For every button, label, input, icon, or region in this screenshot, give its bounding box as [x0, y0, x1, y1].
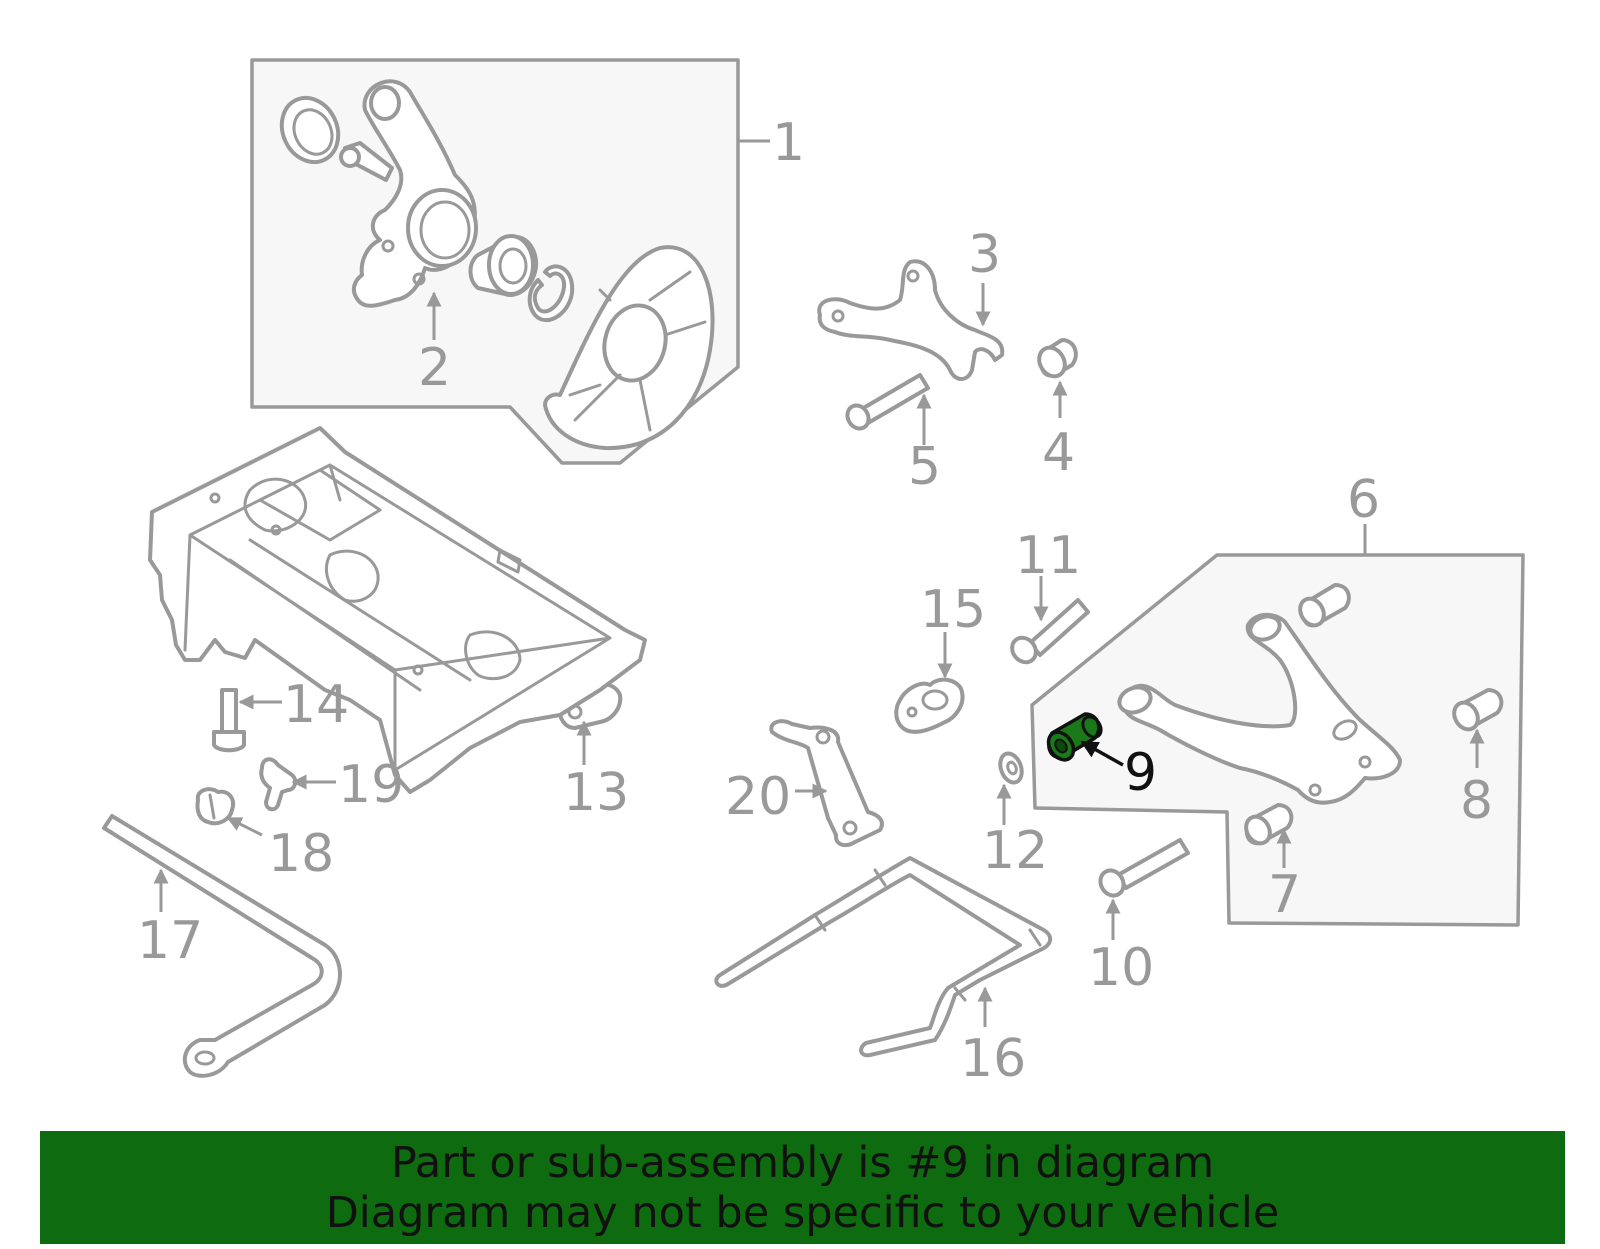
part-12-washer: 12 — [982, 751, 1048, 881]
callout-14: 14 — [283, 675, 349, 735]
steering-knuckle — [351, 79, 478, 308]
callout-18: 18 — [268, 824, 334, 884]
arm-bushing-top — [1298, 583, 1351, 628]
part-7-bushing: 7 — [1244, 803, 1301, 925]
part-16-stabilizer-bar: 16 — [714, 856, 1053, 1089]
dust-shield — [543, 245, 715, 451]
lower-control-arm — [1117, 612, 1402, 805]
callout-20: 20 — [725, 767, 791, 827]
banner-line-1: Part or sub-assembly is #9 in diagram — [390, 1137, 1215, 1188]
callout-5: 5 — [908, 437, 941, 497]
part-11-bolt: 11 — [1010, 526, 1090, 665]
lower-arm-assembly-group: 8 7 9 6 — [1030, 470, 1525, 927]
callout-19: 19 — [338, 755, 404, 815]
part-8-bushing: 8 — [1452, 688, 1504, 831]
wheel-bearing — [468, 234, 539, 297]
callout-13: 13 — [563, 763, 629, 823]
callout-12: 12 — [982, 821, 1048, 881]
callout-7: 7 — [1268, 865, 1301, 925]
callout-3: 3 — [968, 225, 1001, 285]
callout-6: 6 — [1347, 470, 1380, 530]
rear-crossmember — [148, 426, 647, 794]
knuckle-assembly-group: 1 2 — [250, 58, 805, 465]
knuckle-bolt — [339, 141, 394, 182]
leader-9 — [1080, 740, 1124, 767]
callout-4: 4 — [1042, 423, 1075, 483]
callout-10: 10 — [1088, 938, 1154, 998]
banner-line-2: Diagram may not be specific to your vehi… — [325, 1187, 1280, 1238]
part-20-stabilizer-link: 20 — [725, 719, 884, 848]
hub-seal — [279, 95, 341, 165]
callout-15: 15 — [920, 580, 986, 640]
part-3-bracket: 3 — [817, 225, 1005, 381]
callout-11: 11 — [1015, 526, 1081, 586]
part-10-bolt: 10 — [1088, 838, 1190, 998]
part-17-stabilizer-bar: 17 — [102, 814, 342, 1078]
notice-banner: Part or sub-assembly is #9 in diagram Di… — [40, 1131, 1565, 1244]
callout-16: 16 — [960, 1029, 1026, 1089]
part-18-bushing: 18 — [195, 787, 334, 884]
part-14-bolt: 14 — [212, 675, 349, 753]
part-19-clip: 19 — [259, 755, 404, 815]
callout-1: 1 — [772, 113, 805, 173]
callout-9: 9 — [1124, 743, 1157, 803]
part-4-bushing: 4 — [1037, 338, 1078, 483]
part-5-bolt: 5 — [845, 373, 941, 497]
callout-8: 8 — [1460, 771, 1493, 831]
part-9-bushing-highlighted[interactable] — [1043, 712, 1104, 764]
leader-18 — [226, 816, 263, 837]
callout-2: 2 — [418, 338, 451, 398]
part-15-cam-plate: 15 — [894, 580, 986, 734]
callout-17: 17 — [137, 911, 203, 971]
snap-ring — [527, 264, 575, 323]
